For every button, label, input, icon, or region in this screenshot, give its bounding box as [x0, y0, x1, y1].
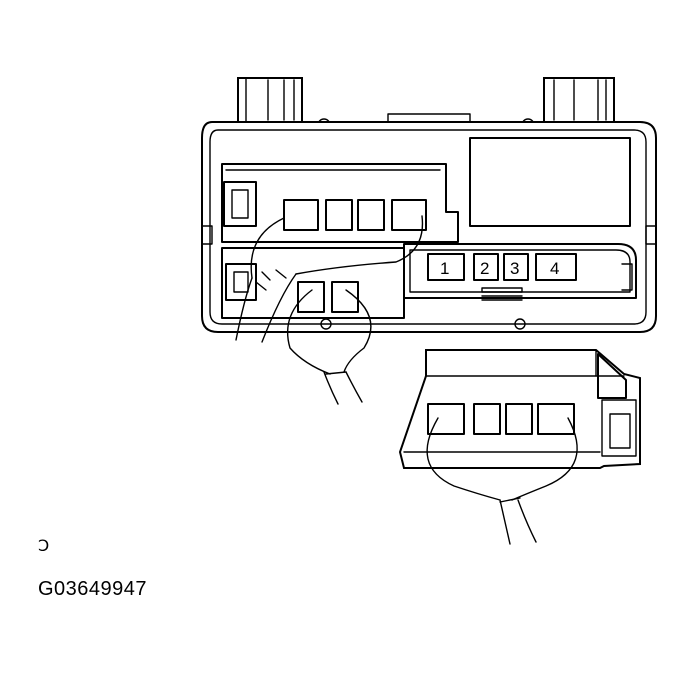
probe-lead-center [286, 289, 372, 405]
top-ridge [387, 113, 471, 123]
relay-connector [398, 349, 641, 469]
upper-cavity-row [283, 199, 427, 231]
terminal-pocket [403, 243, 637, 301]
rivet [320, 318, 332, 330]
terminal-1-label: 1 [440, 259, 449, 278]
probe-lead-left [235, 215, 424, 343]
pocket-upper [221, 163, 459, 243]
terminal-4 [535, 253, 577, 281]
rivet [514, 318, 526, 330]
mounting-tab-left [237, 77, 303, 123]
figure-id: G03649947 [38, 578, 148, 600]
terminal-3-label: 3 [510, 259, 519, 278]
stray-mark: Ↄ [38, 536, 50, 555]
terminal-2-label: 2 [480, 259, 489, 278]
terminal-3 [503, 253, 529, 281]
terminal-2 [473, 253, 499, 281]
mounting-tab-right [543, 77, 615, 123]
probe-lead-connector [426, 417, 578, 545]
terminal-1 [427, 253, 465, 281]
terminal-4-label: 4 [550, 259, 559, 278]
